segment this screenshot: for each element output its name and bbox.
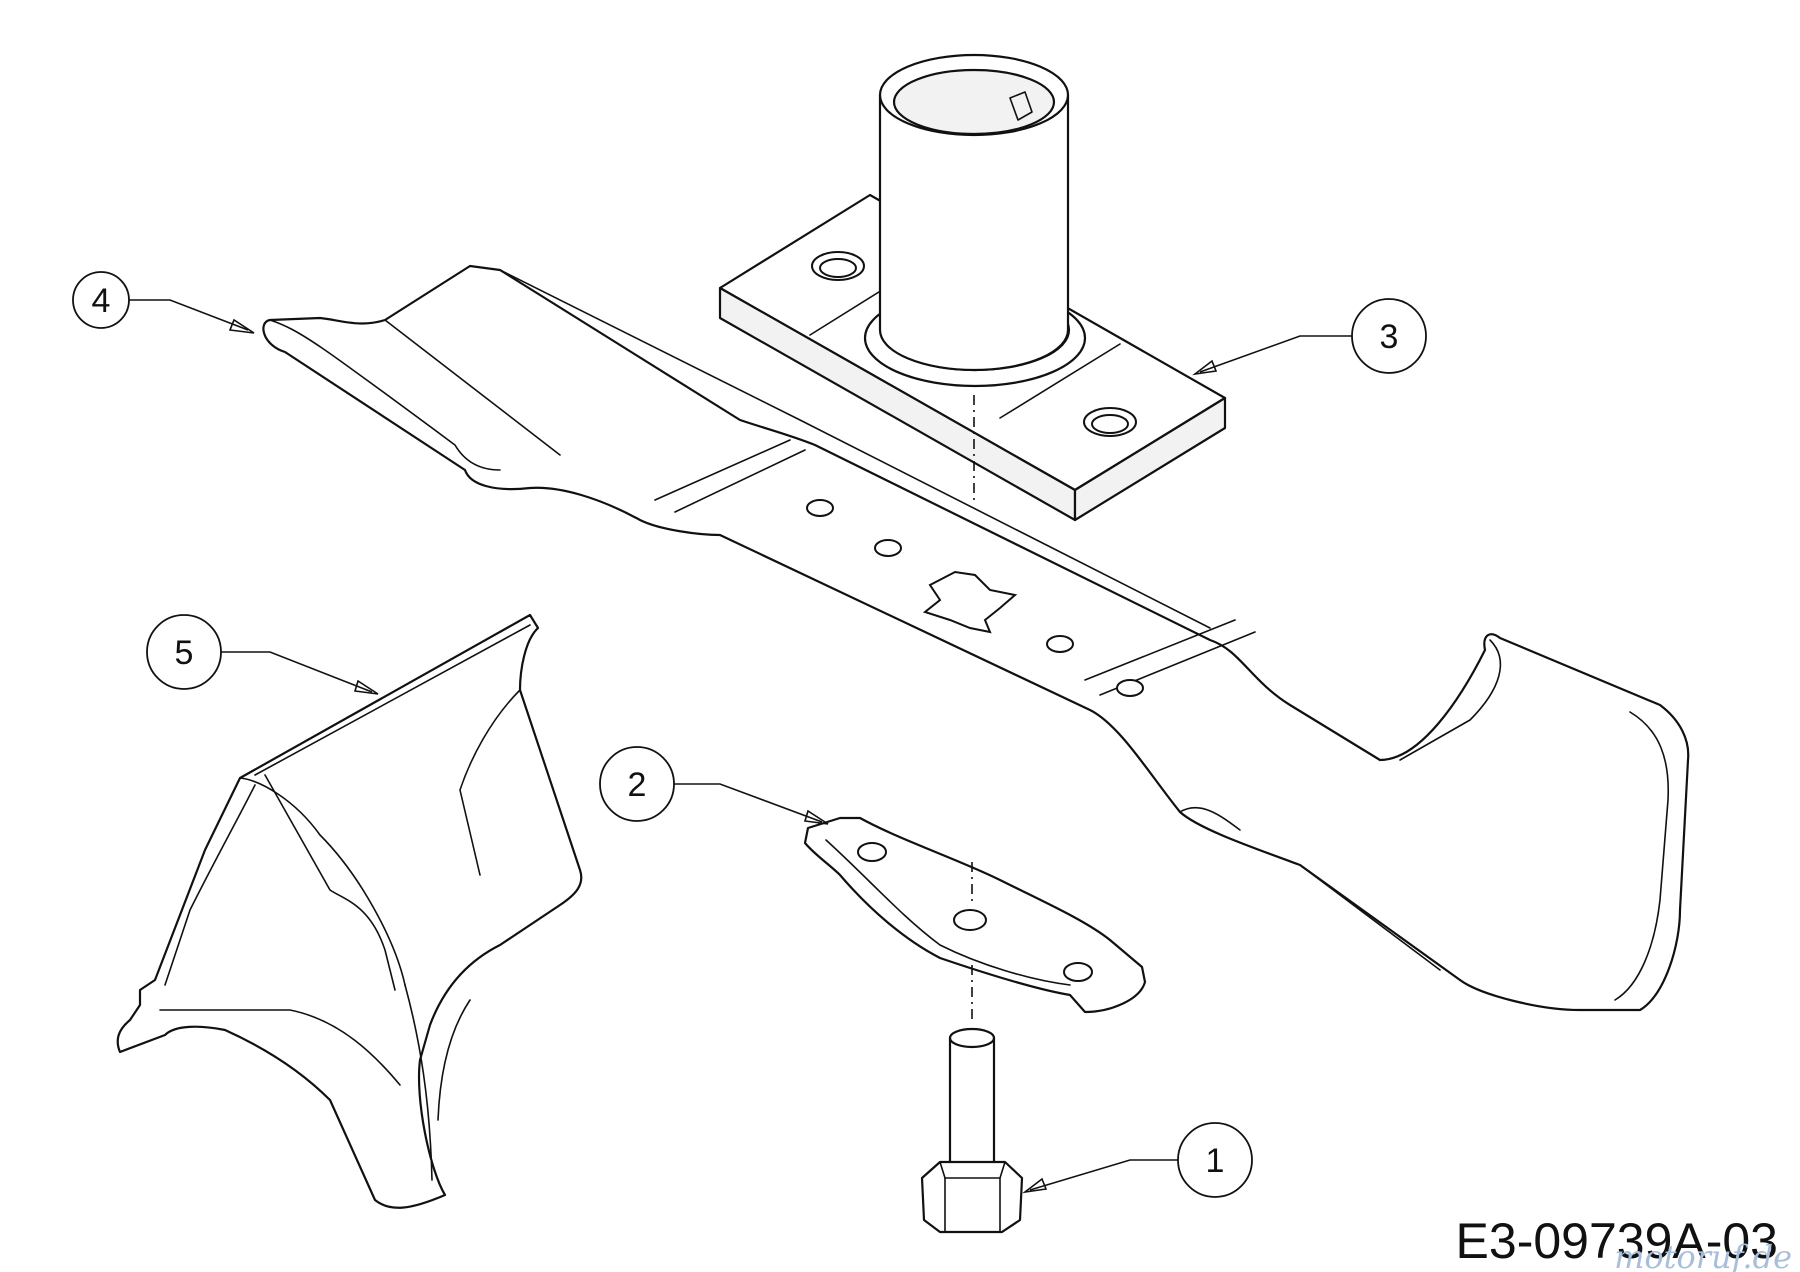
callout-5: 5: [146, 614, 222, 690]
callout-4-label: 4: [92, 282, 111, 320]
blade-hole: [806, 499, 834, 517]
spindle-hub: [718, 53, 1227, 522]
blade-adapter-plate: [803, 816, 1147, 1014]
leader-line-4: [128, 299, 249, 331]
callout-2-label: 2: [628, 766, 647, 804]
watermark: motoruf.de: [1614, 1238, 1792, 1272]
arrowhead-3: [1192, 359, 1218, 376]
callout-5-label: 5: [175, 634, 194, 672]
callout-1: 1: [1177, 1122, 1253, 1198]
callout-2: 2: [599, 746, 675, 822]
leader-line-1: [1029, 1159, 1180, 1191]
callout-1-label: 1: [1206, 1142, 1225, 1180]
mower-blade: [262, 264, 1690, 1012]
arrowhead-5: [353, 679, 379, 695]
leader-line-2: [674, 783, 823, 823]
blade-bolt: [920, 1027, 1024, 1234]
blade-center-hole: [922, 570, 1018, 634]
arrowhead-2: [803, 809, 829, 825]
arrowhead-1: [1022, 1177, 1048, 1194]
callout-4: 4: [72, 271, 130, 329]
blade-hole: [1116, 679, 1144, 697]
leader-line-3: [1199, 335, 1352, 373]
blade-hole: [1046, 635, 1074, 653]
leader-line-5: [221, 651, 373, 693]
callout-3: 3: [1351, 298, 1427, 374]
mulching-insert: [116, 613, 583, 1209]
blade-hole: [874, 539, 902, 557]
arrowhead-4: [228, 318, 255, 334]
drawing-code: E3-09739A-03: [1456, 1213, 1778, 1269]
callout-3-label: 3: [1380, 318, 1399, 356]
